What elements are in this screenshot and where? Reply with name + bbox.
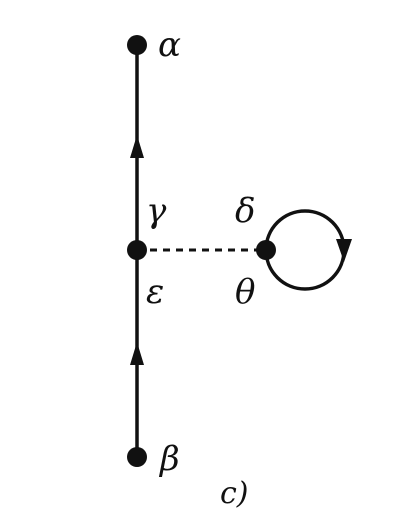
label-theta: θ <box>235 272 255 312</box>
node-bottom <box>127 447 147 467</box>
node-middle <box>127 240 147 260</box>
label-alpha: α <box>158 25 181 65</box>
label-beta: β <box>158 439 180 479</box>
label-epsilon: ε <box>146 272 164 312</box>
node-top <box>127 35 147 55</box>
self-loop-right <box>264 209 346 291</box>
node-right <box>256 240 276 260</box>
arrow-up-upper <box>130 135 144 158</box>
arrow-up-lower <box>130 342 144 365</box>
self-loop-arrow <box>336 239 352 262</box>
label-delta: δ <box>235 191 255 231</box>
label-gamma: γ <box>146 191 167 231</box>
panel-label: c) <box>220 476 249 511</box>
